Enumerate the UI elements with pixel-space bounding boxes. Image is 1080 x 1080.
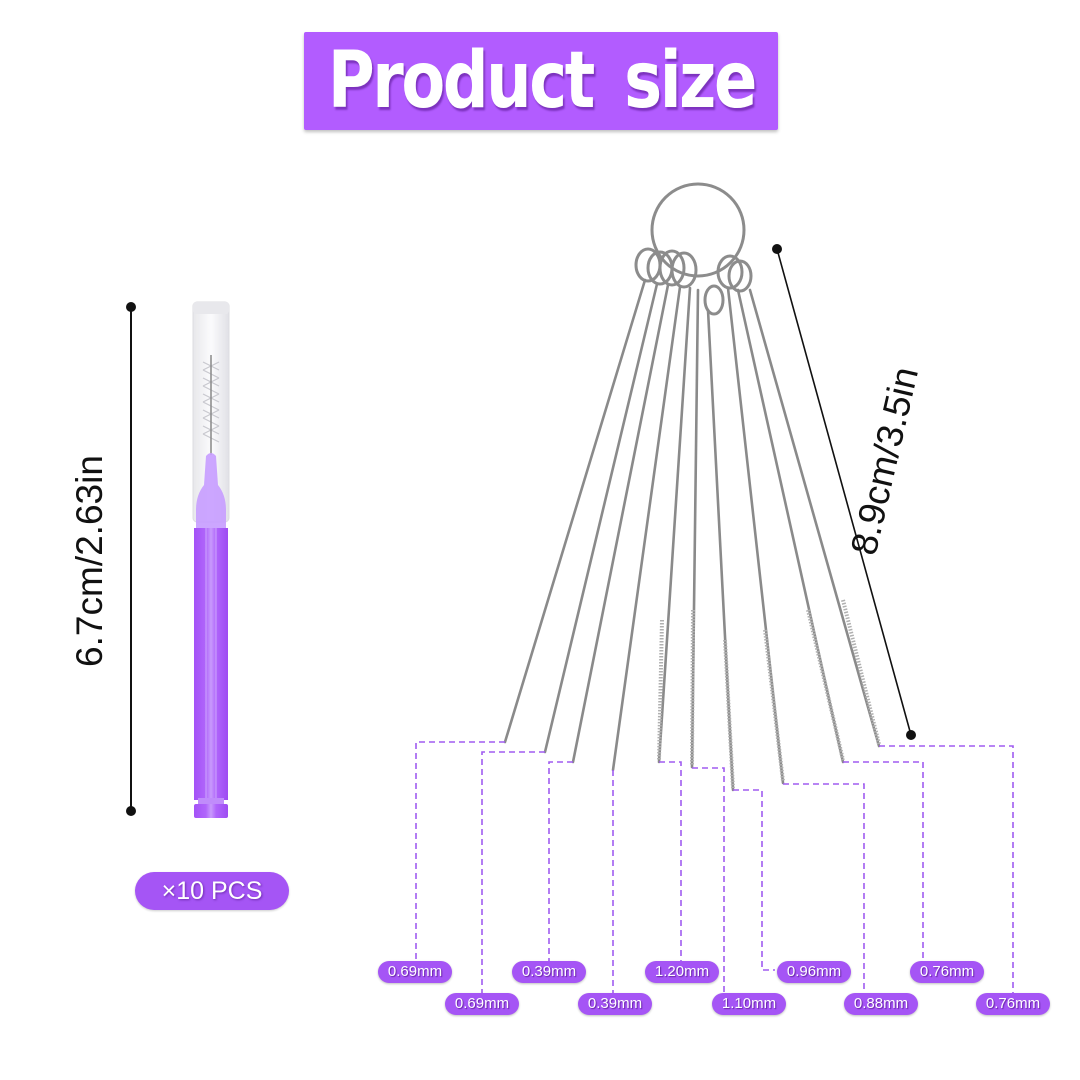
- size-badge: 0.69mm: [445, 993, 519, 1015]
- size-badge: 0.96mm: [777, 961, 851, 983]
- page-title: Product size: [327, 36, 757, 126]
- brush-length-label: 6.7cm/2.63in: [69, 455, 110, 667]
- size-badge: 1.10mm: [712, 993, 786, 1015]
- brush-dimension-line: [126, 302, 136, 816]
- key-ring: [634, 182, 753, 316]
- size-badge: 0.69mm: [378, 961, 452, 983]
- interdental-brush: [192, 301, 230, 818]
- quantity-badge: ×10 PCS: [135, 872, 289, 910]
- size-badge: 0.39mm: [578, 993, 652, 1015]
- cleaning-needles: [503, 278, 881, 792]
- size-badge: 0.88mm: [844, 993, 918, 1015]
- size-badge: 0.76mm: [910, 961, 984, 983]
- needle-brush-tips: [657, 599, 881, 789]
- title-banner: Product size: [304, 32, 778, 130]
- size-badge: 1.20mm: [645, 961, 719, 983]
- size-badge: 0.39mm: [512, 961, 586, 983]
- needle-dimension-line: [772, 244, 916, 740]
- size-badge: 0.76mm: [976, 993, 1050, 1015]
- size-leader-lines: [415, 741, 1014, 993]
